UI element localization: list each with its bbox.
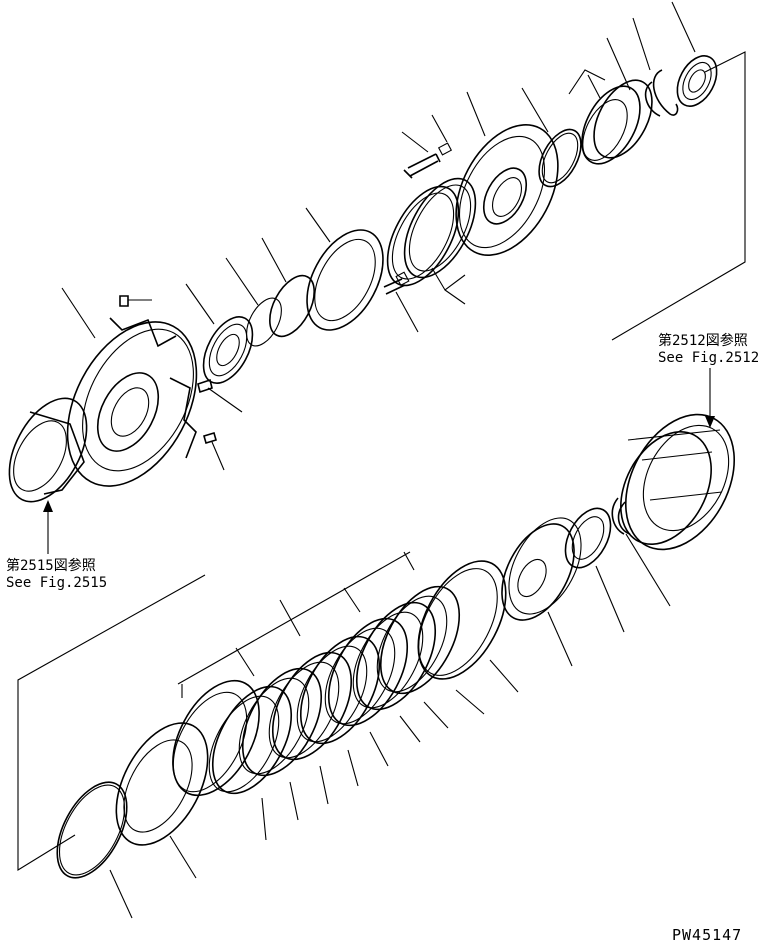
fig-2512-arrow — [705, 368, 715, 428]
lower-group-frame — [17, 574, 206, 871]
fig-2512-reference: 第2512図参照 See Fig.2512 — [658, 333, 759, 367]
gear-hub — [501, 517, 582, 667]
fig-2515-arrow — [43, 500, 53, 554]
fig-2512-reference-en: See Fig.2512 — [658, 350, 760, 366]
fig-2512-reference-jp: 第2512図参照 — [658, 333, 748, 349]
pressure-plate — [172, 679, 260, 797]
drawing-code: PW45147 — [672, 926, 743, 944]
small-bolt-mid — [383, 271, 419, 333]
seal-ring-pair — [568, 37, 653, 165]
clutch-pack-bracket — [177, 551, 415, 698]
plate-end-large — [417, 560, 519, 693]
piston — [115, 722, 209, 879]
o-ring-upper — [521, 87, 582, 188]
clutch-housing — [61, 287, 198, 487]
clutch-drum — [620, 413, 736, 551]
clutch-plates — [208, 585, 485, 841]
fig-2515-reference-jp: 第2515図参照 — [6, 558, 96, 574]
small-bolt-upper — [401, 114, 453, 179]
hub-left — [8, 397, 88, 503]
dowel-pins — [197, 378, 243, 471]
snap-ring-top — [632, 17, 679, 117]
bearing-mid — [185, 283, 254, 384]
housing-carrier — [455, 91, 559, 256]
upper-group-frame — [611, 51, 746, 341]
o-ring-lower — [56, 781, 133, 919]
fig-2515-reference-en: See Fig.2515 — [6, 575, 108, 591]
snap-ring-mid — [225, 237, 315, 347]
snap-ring-right — [611, 497, 671, 607]
fig-2515-reference: 第2515図参照 See Fig.2515 — [6, 558, 107, 592]
bearing-top-right — [671, 1, 718, 107]
piston-ring-large — [305, 207, 384, 331]
thrust-washers — [386, 177, 477, 305]
